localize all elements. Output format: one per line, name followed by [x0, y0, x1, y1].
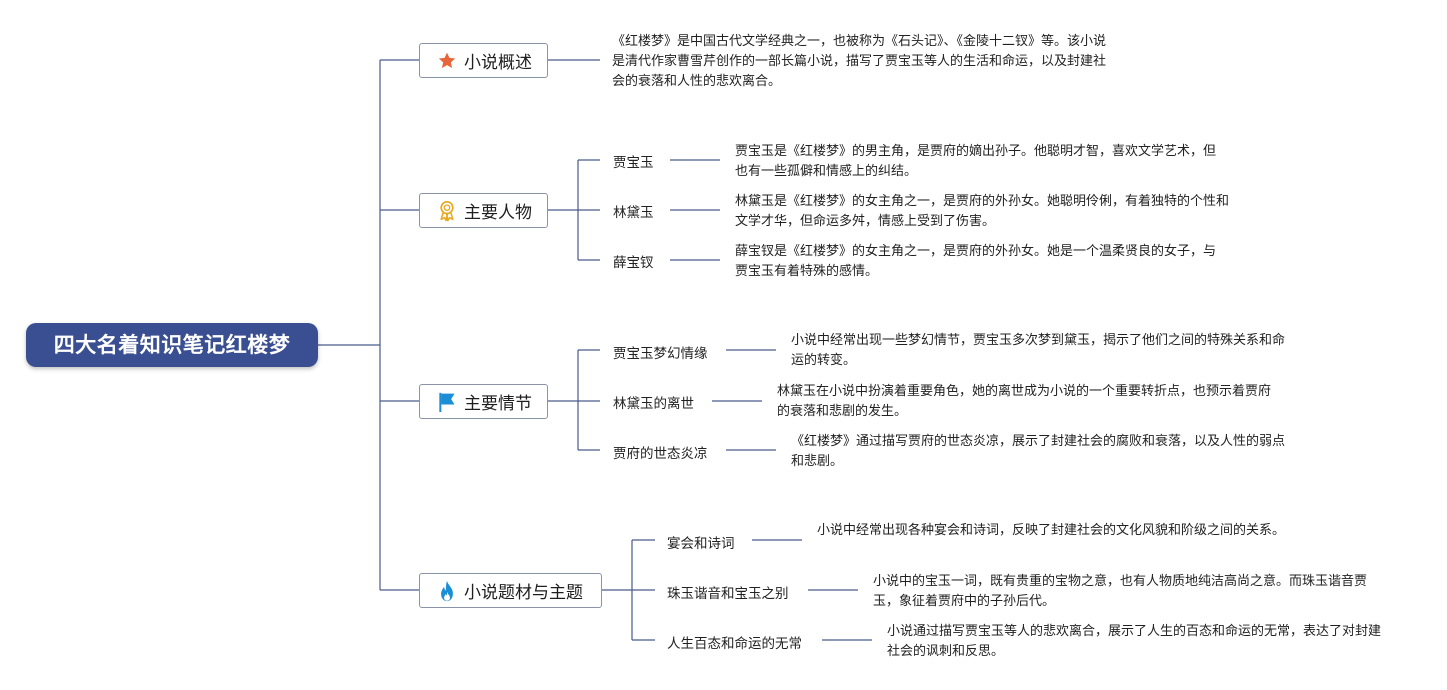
topic-characters[interactable]: 主要人物: [419, 193, 548, 228]
theme-homophone-baoyu[interactable]: 珠玉谐音和宝玉之别: [667, 586, 789, 602]
topic-label: 主要情节: [464, 394, 532, 414]
character-xue-baochai-description: 薛宝钗是《红楼梦》的女主角之一，是贾府的外孙女。她是一个温柔贤良的女子，与贾宝玉…: [735, 244, 1217, 279]
topic-themes[interactable]: 小说题材与主题: [419, 573, 602, 608]
topic-label: 小说概述: [464, 53, 532, 73]
theme-life-fate-description: 小说通过描写贾宝玉等人的悲欢离合，展示了人生的百态和命运的无常，表达了对封建社会…: [887, 624, 1382, 659]
topic-overview[interactable]: 小说概述: [419, 43, 548, 78]
plot-daiyu-death-description: 林黛玉在小说中扮演着重要角色，她的离世成为小说的一个重要转折点，也预示着贾府的衰…: [777, 384, 1272, 419]
theme-life-fate[interactable]: 人生百态和命运的无常: [667, 636, 802, 652]
plot-dream-romance[interactable]: 贾宝玉梦幻情缘: [613, 346, 708, 362]
flame-icon: [436, 580, 458, 602]
theme-homophone-baoyu-description: 小说中的宝玉一词，既有贵重的宝物之意，也有人物质地纯洁高尚之意。而珠玉谐音贾玉，…: [873, 574, 1368, 609]
character-xue-baochai[interactable]: 薛宝钗: [613, 255, 654, 271]
plot-jia-mansion-description: 《红楼梦》通过描写贾府的世态炎凉，展示了封建社会的腐败和衰落，以及人性的弱点和悲…: [791, 434, 1286, 469]
character-lin-daiyu[interactable]: 林黛玉: [613, 205, 654, 221]
topic-plot[interactable]: 主要情节: [419, 384, 548, 419]
theme-banquets-poetry-description: 小说中经常出现各种宴会和诗词，反映了封建社会的文化风貌和阶级之间的关系。: [817, 523, 1286, 538]
character-jia-baoyu-description: 贾宝玉是《红楼梦》的男主角，是贾府的嫡出孙子。他聪明才智，喜欢文学艺术，但也有一…: [735, 144, 1217, 179]
topic-label: 主要人物: [464, 203, 532, 223]
topic-label: 小说题材与主题: [464, 583, 583, 603]
theme-banquets-poetry[interactable]: 宴会和诗词: [667, 536, 735, 552]
star-icon: [436, 50, 458, 72]
overview-description: 《红楼梦》是中国古代文学经典之一，也被称为《石头记》、《金陵十二钗》等。该小说是…: [612, 34, 1107, 89]
root-topic[interactable]: 四大名着知识笔记红楼梦: [26, 323, 318, 367]
award-ribbon-icon: [436, 200, 458, 222]
character-lin-daiyu-description: 林黛玉是《红楼梦》的女主角之一，是贾府的外孙女。她聪明伶俐，有着独特的个性和文学…: [735, 194, 1230, 229]
character-jia-baoyu[interactable]: 贾宝玉: [613, 155, 654, 171]
flag-icon: [436, 391, 458, 413]
plot-daiyu-death[interactable]: 林黛玉的离世: [613, 396, 694, 412]
plot-dream-romance-description: 小说中经常出现一些梦幻情节，贾宝玉多次梦到黛玉，揭示了他们之间的特殊关系和命运的…: [791, 333, 1286, 368]
plot-jia-mansion[interactable]: 贾府的世态炎凉: [613, 446, 708, 462]
